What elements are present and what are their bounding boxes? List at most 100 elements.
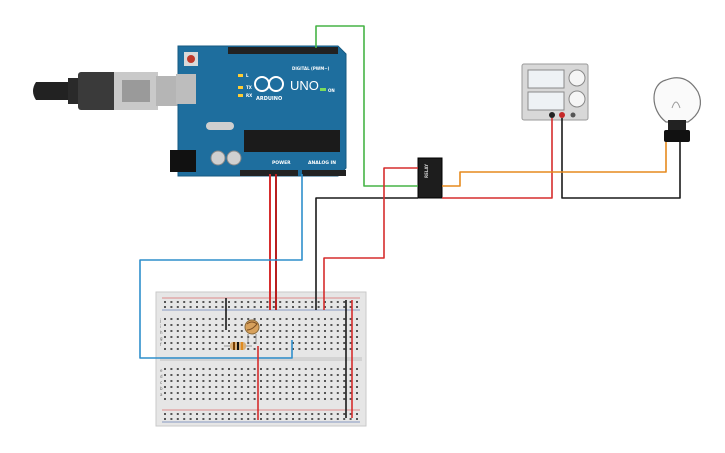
breadboard-hole[interactable] — [317, 336, 320, 338]
breadboard-hole[interactable] — [253, 418, 256, 420]
breadboard-hole[interactable] — [279, 398, 282, 400]
breadboard-hole[interactable] — [176, 301, 179, 303]
breadboard-hole[interactable] — [202, 380, 205, 382]
breadboard-hole[interactable] — [196, 324, 198, 326]
breadboard-hole[interactable] — [336, 324, 339, 326]
breadboard-hole[interactable] — [260, 318, 262, 320]
breadboard-hole[interactable] — [253, 386, 256, 388]
breadboard-hole[interactable] — [183, 301, 186, 303]
breadboard-hole[interactable] — [228, 413, 230, 415]
breadboard-hole[interactable] — [298, 413, 301, 415]
breadboard-hole[interactable] — [311, 398, 314, 400]
breadboard-hole[interactable] — [202, 368, 205, 370]
breadboard-hole[interactable] — [279, 330, 282, 332]
breadboard-hole[interactable] — [164, 418, 166, 420]
breadboard-hole[interactable] — [234, 368, 237, 370]
breadboard-hole[interactable] — [189, 418, 192, 420]
breadboard-hole[interactable] — [336, 348, 339, 350]
breadboard-hole[interactable] — [266, 392, 269, 394]
breadboard-hole[interactable] — [279, 306, 282, 308]
breadboard-hole[interactable] — [170, 374, 173, 376]
breadboard-hole[interactable] — [176, 342, 179, 344]
breadboard-hole[interactable] — [196, 301, 198, 303]
breadboard-hole[interactable] — [292, 301, 294, 303]
breadboard-hole[interactable] — [183, 413, 186, 415]
breadboard-hole[interactable] — [215, 318, 218, 320]
breadboard-hole[interactable] — [221, 330, 224, 332]
breadboard-hole[interactable] — [234, 392, 237, 394]
breadboard-hole[interactable] — [330, 413, 333, 415]
breadboard-hole[interactable] — [221, 392, 224, 394]
breadboard-hole[interactable] — [292, 413, 294, 415]
breadboard-hole[interactable] — [221, 386, 224, 388]
arduino-uno-board[interactable]: UNO ARDUINO DIGITAL (PWM~) POWER ANALOG … — [170, 45, 347, 177]
breadboard-hole[interactable] — [330, 386, 333, 388]
breadboard-hole[interactable] — [215, 368, 218, 370]
breadboard-hole[interactable] — [215, 348, 218, 350]
breadboard-hole[interactable] — [324, 342, 326, 344]
breadboard-hole[interactable] — [298, 324, 301, 326]
breadboard-hole[interactable] — [170, 386, 173, 388]
breadboard-hole[interactable] — [260, 330, 262, 332]
breadboard-hole[interactable] — [234, 413, 237, 415]
breadboard-hole[interactable] — [356, 324, 358, 326]
breadboard-hole[interactable] — [356, 398, 358, 400]
breadboard-hole[interactable] — [164, 330, 166, 332]
breadboard-hole[interactable] — [228, 398, 230, 400]
wire-green-signal[interactable] — [315, 25, 418, 187]
breadboard-hole[interactable] — [170, 368, 173, 370]
breadboard-hole[interactable] — [279, 413, 282, 415]
breadboard-hole[interactable] — [292, 374, 294, 376]
breadboard-hole[interactable] — [298, 306, 301, 308]
breadboard-hole[interactable] — [292, 386, 294, 388]
breadboard-hole[interactable] — [164, 374, 166, 376]
breadboard-hole[interactable] — [292, 398, 294, 400]
breadboard-hole[interactable] — [176, 386, 179, 388]
breadboard-hole[interactable] — [240, 324, 243, 326]
breadboard-hole[interactable] — [228, 330, 230, 332]
breadboard-hole[interactable] — [317, 342, 320, 344]
breadboard-hole[interactable] — [221, 342, 224, 344]
breadboard-hole[interactable] — [253, 301, 256, 303]
breadboard-hole[interactable] — [272, 330, 275, 332]
breadboard-hole[interactable] — [196, 398, 198, 400]
breadboard-hole[interactable] — [356, 306, 358, 308]
breadboard-hole[interactable] — [208, 386, 211, 388]
breadboard-hole[interactable] — [202, 342, 205, 344]
breadboard-hole[interactable] — [176, 368, 179, 370]
breadboard-hole[interactable] — [228, 301, 230, 303]
breadboard-hole[interactable] — [324, 336, 326, 338]
breadboard-hole[interactable] — [208, 398, 211, 400]
breadboard-hole[interactable] — [202, 398, 205, 400]
breadboard-hole[interactable] — [228, 348, 230, 350]
breadboard-hole[interactable] — [317, 398, 320, 400]
breadboard-hole[interactable] — [304, 418, 307, 420]
breadboard-hole[interactable] — [196, 392, 198, 394]
breadboard-hole[interactable] — [304, 392, 307, 394]
breadboard-hole[interactable] — [336, 306, 339, 308]
breadboard-hole[interactable] — [324, 418, 326, 420]
wire-red-relay[interactable] — [323, 167, 418, 310]
breadboard-hole[interactable] — [356, 392, 358, 394]
breadboard-hole[interactable] — [311, 342, 314, 344]
breadboard-hole[interactable] — [202, 306, 205, 308]
breadboard-hole[interactable] — [266, 306, 269, 308]
breadboard-hole[interactable] — [234, 418, 237, 420]
breadboard-hole[interactable] — [285, 330, 288, 332]
breadboard-hole[interactable] — [253, 398, 256, 400]
breadboard-hole[interactable] — [292, 380, 294, 382]
breadboard-hole[interactable] — [260, 324, 262, 326]
breadboard-hole[interactable] — [253, 306, 256, 308]
breadboard-hole[interactable] — [285, 368, 288, 370]
breadboard-hole[interactable] — [356, 348, 358, 350]
breadboard-hole[interactable] — [253, 318, 256, 320]
breadboard-hole[interactable] — [164, 348, 166, 350]
breadboard-hole[interactable] — [311, 386, 314, 388]
breadboard-hole[interactable] — [279, 342, 282, 344]
breadboard-hole[interactable] — [208, 306, 211, 308]
breadboard-hole[interactable] — [343, 342, 346, 344]
breadboard-hole[interactable] — [183, 368, 186, 370]
breadboard-hole[interactable] — [343, 318, 346, 320]
breadboard-hole[interactable] — [349, 301, 352, 303]
breadboard-hole[interactable] — [292, 336, 294, 338]
